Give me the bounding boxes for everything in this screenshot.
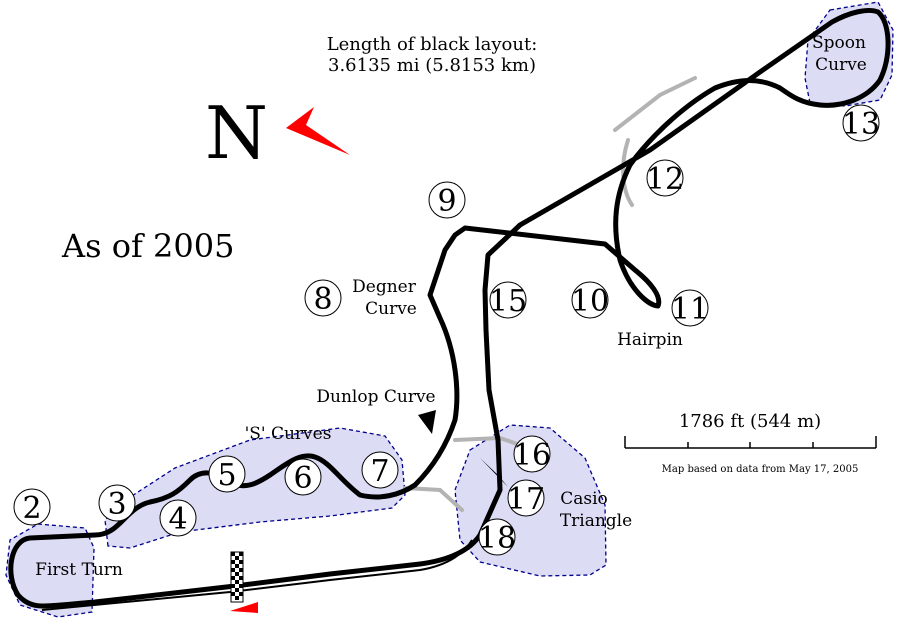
label-first-turn: First Turn <box>35 560 123 580</box>
svg-text:6: 6 <box>293 461 312 496</box>
svg-text:8: 8 <box>313 282 332 317</box>
svg-text:9: 9 <box>437 184 456 219</box>
svg-text:16: 16 <box>513 438 551 473</box>
svg-text:5: 5 <box>217 458 236 493</box>
turn-marker-18: 18 <box>478 518 516 556</box>
turn-marker-2: 2 <box>13 488 51 526</box>
label-dunlop: Dunlop Curve <box>316 387 435 407</box>
turn-marker-10: 10 <box>571 281 609 319</box>
svg-text:10: 10 <box>571 284 609 319</box>
direction-arrow-start <box>230 602 258 613</box>
turn-marker-12: 12 <box>646 159 684 197</box>
svg-text:2: 2 <box>22 491 41 526</box>
svg-text:3: 3 <box>107 487 126 522</box>
turn-marker-4: 4 <box>159 499 197 537</box>
old-layout-casio <box>403 486 464 512</box>
turn-marker-11: 11 <box>671 289 709 327</box>
turn-marker-3: 3 <box>98 484 136 522</box>
zone-first-turn <box>5 523 95 618</box>
svg-text:12: 12 <box>646 162 684 197</box>
label-casio-1: Casio <box>560 489 608 509</box>
label-spoon-1: Spoon <box>812 33 866 53</box>
label-hairpin: Hairpin <box>617 330 683 350</box>
north-letter: N <box>205 91 268 175</box>
turn-marker-16: 16 <box>513 435 551 473</box>
scale-label: 1786 ft (544 m) <box>679 411 821 432</box>
zone-s-curves <box>104 427 406 549</box>
turn-marker-6: 6 <box>284 458 322 496</box>
label-spoon-2: Curve <box>815 55 867 75</box>
north-arrow-icon <box>286 107 350 155</box>
pit-lane <box>41 539 473 611</box>
svg-text:13: 13 <box>842 107 880 142</box>
start-finish-line <box>230 551 244 603</box>
length-line-1: Length of black layout: <box>327 34 538 55</box>
label-degner-2: Curve <box>365 299 417 319</box>
turn-marker-5: 5 <box>208 455 246 493</box>
length-line-2: 3.6135 mi (5.8153 km) <box>328 55 536 76</box>
turn-marker-13: 13 <box>842 104 880 142</box>
svg-text:11: 11 <box>671 292 709 327</box>
svg-text:15: 15 <box>489 284 527 319</box>
turn-marker-9: 9 <box>428 181 466 219</box>
year-label: As of 2005 <box>61 227 234 265</box>
label-degner-1: Degner <box>352 277 417 297</box>
old-layout-spoon <box>613 76 697 132</box>
svg-text:18: 18 <box>478 521 516 556</box>
label-casio-2: Triangle <box>560 511 632 531</box>
track-main <box>8 7 891 609</box>
label-s-curves: 'S' Curves <box>245 424 332 444</box>
svg-text:4: 4 <box>168 502 187 537</box>
turn-marker-15: 15 <box>489 281 527 319</box>
scale-note: Map based on data from May 17, 2005 <box>662 464 859 475</box>
turn-marker-17: 17 <box>507 479 545 517</box>
turn-marker-8: 8 <box>304 279 342 317</box>
svg-text:17: 17 <box>507 482 545 517</box>
direction-arrow-dunlop <box>418 410 436 434</box>
direction-arrow-casio <box>480 458 508 487</box>
turn-marker-7: 7 <box>361 451 399 489</box>
svg-text:7: 7 <box>370 454 389 489</box>
scale-bar <box>624 436 877 449</box>
